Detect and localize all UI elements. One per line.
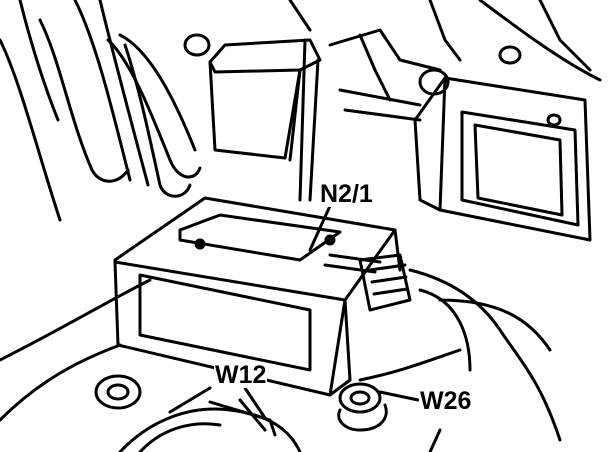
lower-wiring (0, 278, 302, 452)
label-w26: W26 (419, 387, 473, 415)
cables-right (358, 268, 562, 442)
wiring-harness-left (0, 0, 202, 222)
label-w12: W12 (214, 361, 268, 389)
label-n2-1: N2/1 (319, 180, 374, 208)
leader-lines (168, 204, 442, 452)
upper-housing (183, 0, 602, 202)
air-duct-right (413, 76, 592, 242)
control-unit-n2-1 (113, 196, 412, 397)
grommets (94, 374, 388, 432)
